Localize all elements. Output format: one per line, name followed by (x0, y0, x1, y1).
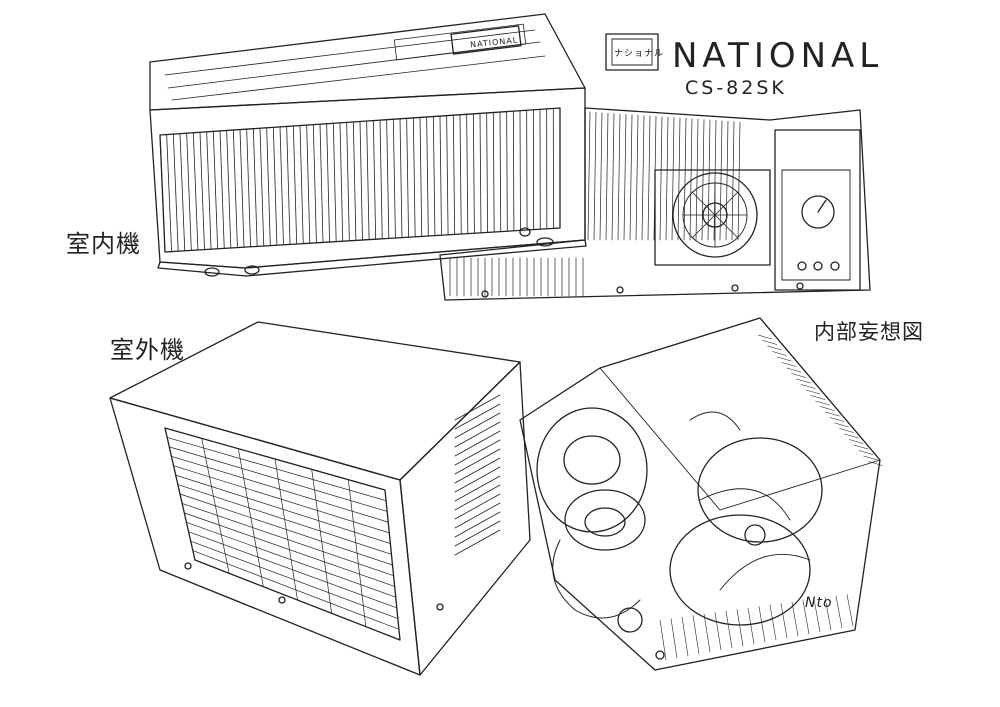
internal-view-label: 内部妄想図 (814, 320, 924, 344)
indoor-unit-internal-view (440, 108, 870, 300)
brand-badge (606, 34, 658, 70)
artist-signature: Nto (805, 595, 833, 611)
model-number: CS-82SK (685, 77, 787, 99)
indoor-unit-drawing (150, 14, 586, 276)
outdoor-unit-internal-view (520, 318, 882, 670)
outdoor-unit-drawing (110, 322, 530, 675)
outdoor-unit-label: 室外機 (110, 336, 185, 364)
brand-badge-text: ナショナル (614, 49, 665, 59)
indoor-unit-label: 室内機 (66, 230, 141, 258)
brand-name: NATIONAL (672, 36, 884, 76)
